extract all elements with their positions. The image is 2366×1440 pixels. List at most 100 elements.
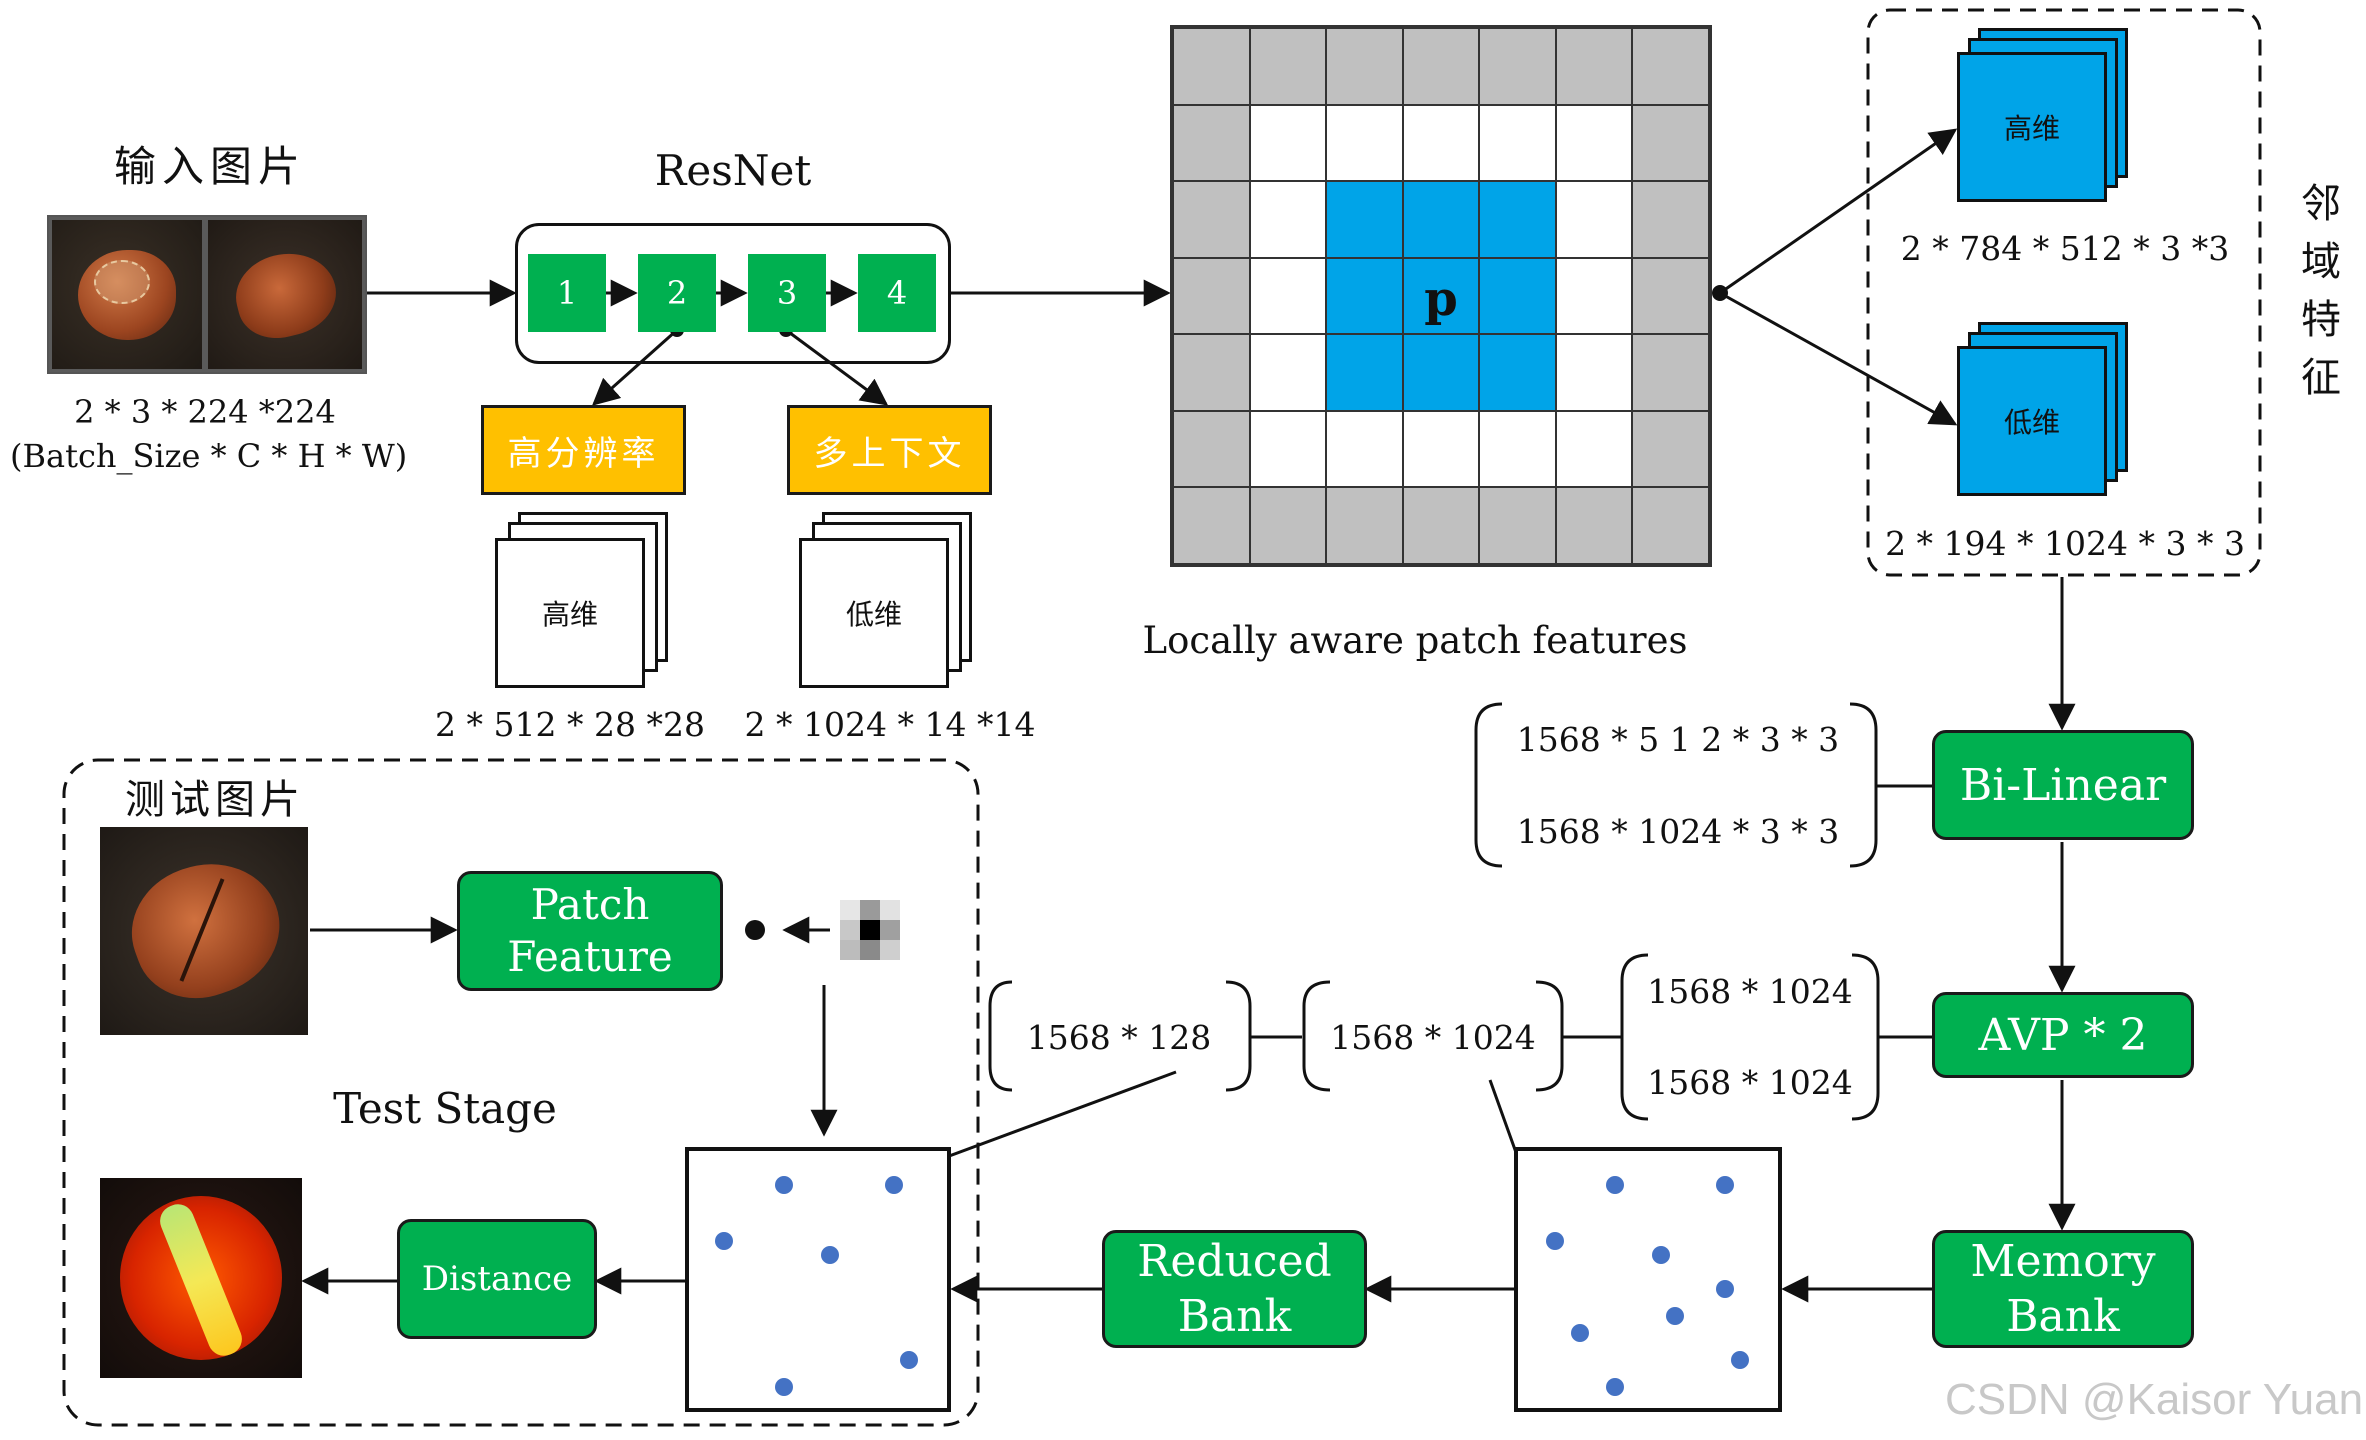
grid-cell <box>1632 257 1709 335</box>
resnet-stage-1: 1 <box>528 254 606 332</box>
grid-cell <box>1326 487 1403 564</box>
resnet-stage-2: 2 <box>638 254 716 332</box>
bilinear-input-2: 1568 * 1024 * 3 * 3 <box>1516 812 1840 851</box>
resnet-block <box>515 223 951 364</box>
hazelnut-icon <box>227 243 345 347</box>
grid-cell <box>1479 257 1556 335</box>
hazelnut-cap-icon <box>94 260 150 304</box>
distance-box: Distance <box>397 1219 597 1339</box>
reduced-bank-line1: Reduced <box>1137 1236 1332 1287</box>
side-label-char: 邻 <box>2301 181 2341 227</box>
query-feature-dot <box>745 920 765 940</box>
high-resolution-label: 高分辨率 <box>481 405 686 495</box>
feature-point <box>1606 1378 1624 1396</box>
grid-cell <box>1249 334 1327 411</box>
memory-bank-line2: Bank <box>2006 1291 2120 1342</box>
patch-feature-box: Patch Feature <box>457 871 723 991</box>
input-image-1 <box>52 220 202 369</box>
grid-cell <box>1173 104 1250 182</box>
grid-cell <box>1249 487 1327 564</box>
query-patch-icon <box>840 900 900 960</box>
grid-cell <box>1555 181 1633 258</box>
arrow-to-low-dim <box>1719 291 1958 426</box>
grid-cell <box>1326 28 1403 105</box>
grid-cell <box>1402 28 1480 105</box>
feature-point <box>775 1378 793 1396</box>
resnet-title: ResNet <box>654 146 812 195</box>
patch-grid <box>1170 25 1712 567</box>
grid-cell <box>1173 181 1250 258</box>
feature-point <box>900 1351 918 1369</box>
bilinear-box: Bi-Linear <box>1932 730 2194 840</box>
memory-bank-box: Memory Bank <box>1932 1230 2194 1348</box>
fan-dot <box>1712 285 1728 301</box>
low-dim-map: 低维 <box>799 538 949 688</box>
grid-cell <box>1555 28 1633 105</box>
full-dim-size: 1568 * 1024 <box>1330 1018 1536 1057</box>
high-branch-size: 2 * 512 * 28 *28 <box>435 705 705 744</box>
grid-cell <box>1402 257 1480 335</box>
neighborhood-side-label: 邻 域 特 征 <box>2296 175 2346 407</box>
side-label-char: 特 <box>2301 297 2341 343</box>
low-dim-size: 2 * 194 * 1024 * 3 * 3 <box>1885 524 2245 563</box>
resnet-stage-4: 4 <box>858 254 936 332</box>
grid-cell <box>1479 334 1556 411</box>
grid-cell <box>1632 410 1709 488</box>
bracket-bilinear-right <box>1849 702 1878 868</box>
grid-cell <box>1326 334 1403 411</box>
feature-point <box>1546 1232 1564 1250</box>
arrow-stage3-to-context <box>785 328 889 406</box>
feature-point <box>821 1246 839 1264</box>
feature-point <box>885 1176 903 1194</box>
bracket-reduced-left <box>988 980 1013 1092</box>
grid-cell <box>1402 410 1480 488</box>
bracket-avp-left <box>1620 953 1649 1121</box>
input-title: 输入图片 <box>113 142 306 191</box>
grid-cell <box>1173 257 1250 335</box>
feature-point <box>1716 1280 1734 1298</box>
grid-cell <box>1249 257 1327 335</box>
patch-feature-line1: Patch <box>530 879 650 929</box>
avp-output-2: 1568 * 1024 <box>1647 1063 1853 1102</box>
grid-cell <box>1479 28 1556 105</box>
grid-cell <box>1173 410 1250 488</box>
grid-cell <box>1173 28 1250 105</box>
feature-point <box>1731 1351 1749 1369</box>
grid-cell <box>1479 181 1556 258</box>
bilinear-input-1: 1568 * 5 1 2 * 3 * 3 <box>1516 720 1840 759</box>
high-dim-map: 高维 <box>495 538 645 688</box>
grid-cell <box>1632 334 1709 411</box>
feature-point <box>1716 1176 1734 1194</box>
bracket-reduced-right <box>1225 980 1252 1092</box>
grid-cell <box>1402 104 1480 182</box>
grid-cell <box>1249 410 1327 488</box>
resnet-stage-3: 3 <box>748 254 826 332</box>
high-dim-stack: 高维 <box>1957 52 2107 202</box>
center-patch-label: p <box>1424 271 1458 327</box>
feature-point <box>775 1176 793 1194</box>
input-size-line1: 2 * 3 * 224 *224 <box>74 393 336 431</box>
bracket-full-right <box>1535 980 1564 1092</box>
grid-cell <box>1632 487 1709 564</box>
reduced-bank-box: Reduced Bank <box>1102 1230 1367 1348</box>
grid-caption: Locally aware patch features <box>1142 619 1688 662</box>
grid-cell <box>1326 410 1403 488</box>
test-title: 测试图片 <box>125 777 305 823</box>
bracket-bilinear-left <box>1474 702 1503 868</box>
grid-cell <box>1249 181 1327 258</box>
memory-bank-points <box>1514 1147 1782 1412</box>
grid-cell <box>1402 334 1480 411</box>
test-stage-label: Test Stage <box>333 1084 557 1133</box>
grid-cell <box>1555 334 1633 411</box>
bracket-full-left <box>1302 980 1331 1092</box>
low-branch-size: 2 * 1024 * 14 *14 <box>744 705 1036 744</box>
grid-cell <box>1479 410 1556 488</box>
feature-point <box>1666 1307 1684 1325</box>
input-image-2 <box>208 220 362 369</box>
low-dim-stack: 低维 <box>1957 346 2107 496</box>
high-dim-size: 2 * 784 * 512 * 3 *3 <box>1900 229 2230 268</box>
avp-box: AVP * 2 <box>1932 992 2194 1078</box>
feature-point <box>1652 1246 1670 1264</box>
